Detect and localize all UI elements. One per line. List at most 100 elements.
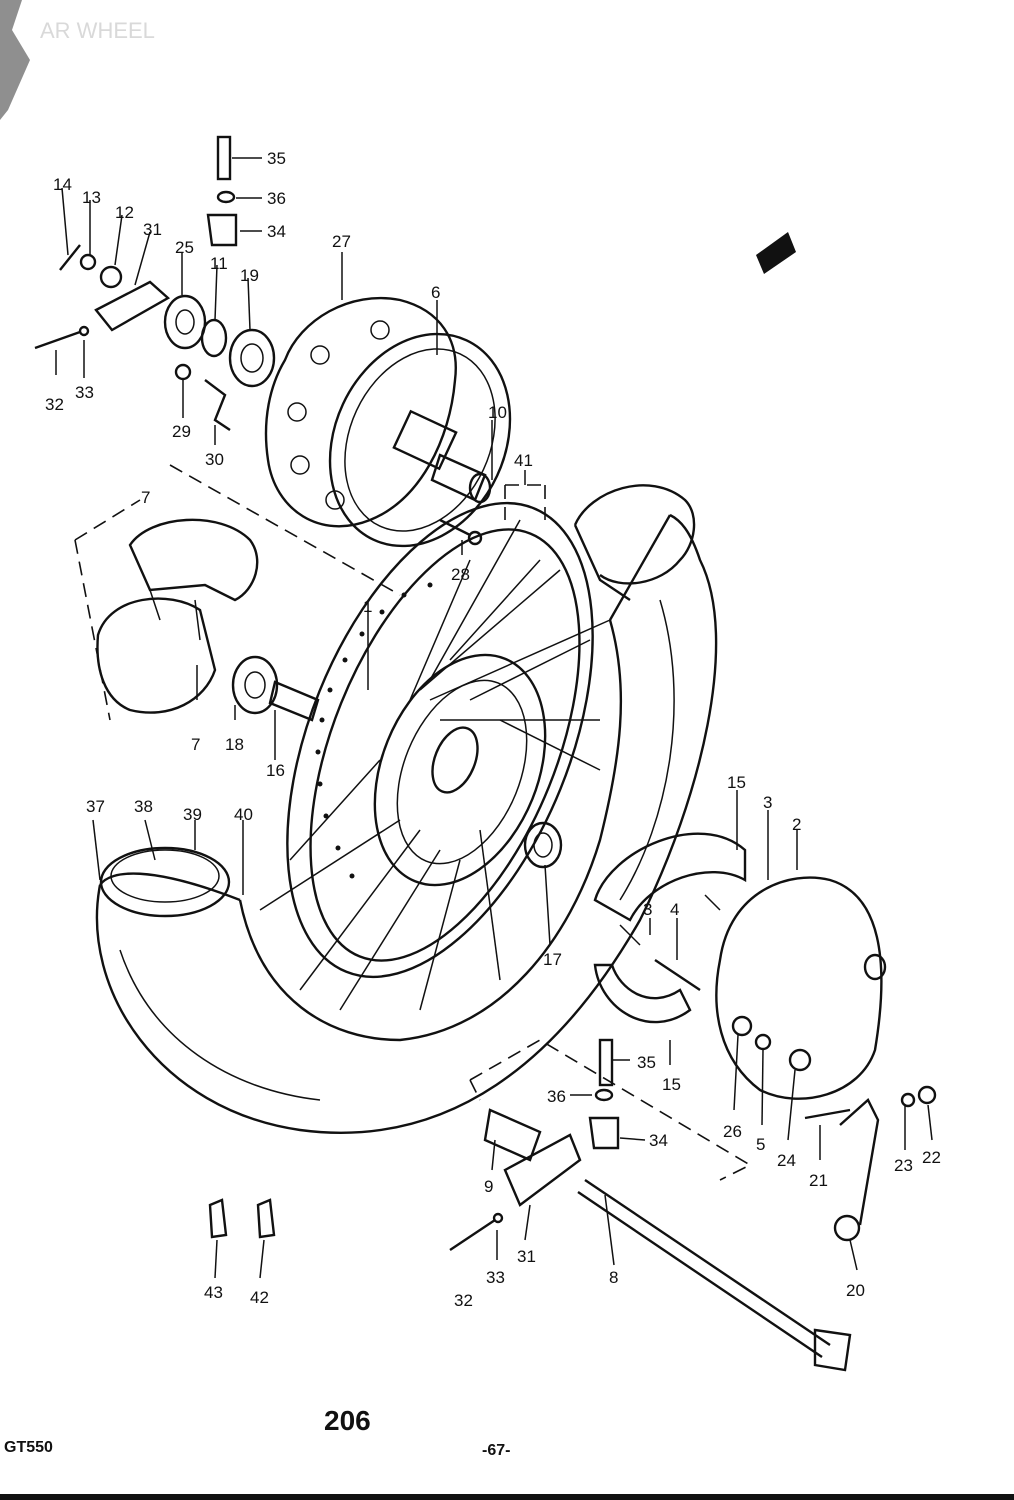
callout-43: 43 [204,1283,223,1302]
rear-sprocket [264,296,457,528]
callout-36-bottom: 36 [547,1087,566,1106]
clip-30 [204,379,231,431]
callout-4: 4 [670,900,679,919]
tire-section-top [573,484,696,601]
rim-holes [315,582,433,879]
callout-27: 27 [332,232,351,251]
adjuster-nut-right [492,1212,504,1224]
brake-cam-lever [839,1098,880,1226]
callout-34-top: 34 [267,222,286,241]
callout-28: 28 [451,565,470,584]
callout-32-bottom: 32 [454,1291,473,1310]
callout-31-top: 31 [143,220,162,239]
spacer [523,821,563,869]
callout-6: 6 [431,283,440,302]
callout-32-top: 32 [45,395,64,414]
scan-edge-smudge [0,0,30,120]
callout-19: 19 [240,266,259,285]
callout-29: 29 [172,422,191,441]
callout-17: 17 [543,950,562,969]
callout-12: 12 [115,203,134,222]
spokes [259,519,611,1011]
nut-22 [917,1085,937,1105]
sprocket-bolt-head [467,530,483,546]
callout-9: 9 [484,1177,493,1196]
callout-10: 10 [488,403,507,422]
callout-3-top: 3 [763,793,772,812]
group-bracket-dampers [74,464,401,721]
callout-40: 40 [234,805,253,824]
callout-26: 26 [723,1122,742,1141]
callout-33-bottom: 33 [486,1268,505,1287]
shoe-spring-upper [704,894,721,911]
callout-11: 11 [210,254,228,273]
page-footer-number: -67- [482,1442,510,1459]
chain-adjuster-left [94,280,171,332]
callout-39: 39 [183,805,202,824]
callout-25: 25 [175,238,194,257]
adjuster-bolt-left [34,330,81,350]
callout-35-top: 35 [267,149,286,168]
faded-section-title: AR WHEEL [40,18,155,43]
bolt-35-top [216,135,232,181]
callout-33-top: 33 [75,383,94,402]
washer-5 [754,1033,772,1051]
adjuster-bolt-right [449,1219,496,1251]
callout-23: 23 [894,1156,913,1175]
hub-sleeve [430,453,492,504]
callout-30: 30 [205,450,224,469]
callout-5: 5 [756,1135,765,1154]
callout-1: 1 [363,597,372,616]
callout-31-bottom: 31 [517,1247,536,1266]
callout-2: 2 [792,815,801,834]
inner-tube [99,846,231,918]
brake-shoes [593,832,747,1024]
callout-14: 14 [53,175,72,194]
group-bracket-adjuster [469,1039,752,1181]
brake-panel [715,876,887,1100]
callout-36-top: 36 [267,189,286,208]
callout-13: 13 [82,188,101,207]
callout-18: 18 [225,735,244,754]
callout-35-bottom: 35 [637,1053,656,1072]
sprocket-bolt [439,518,471,537]
callout-37: 37 [86,797,105,816]
adjuster-nut-left [78,325,90,337]
brake-lever-end [833,1214,861,1242]
callout-34-bottom: 34 [649,1131,668,1150]
washer-24 [788,1048,812,1072]
washer-23 [900,1092,916,1108]
cotter-pin [59,244,81,271]
bottom-scan-edge [0,1494,1014,1500]
group-bracket-spokes [504,484,546,520]
axle-nut [99,265,123,289]
rear-axle [577,1179,852,1372]
model-code: GT550 [4,1439,53,1456]
valve-core-42 [256,1198,276,1239]
callout-7-top: 7 [141,488,150,507]
callout-15-top: 15 [727,773,746,792]
callout-42: 42 [250,1288,269,1307]
callout-8: 8 [609,1268,618,1287]
callout-24: 24 [777,1151,796,1170]
seal-26 [731,1015,753,1037]
washer-36-bottom [594,1088,614,1102]
hub-spacer [268,680,320,722]
washer-36-top [216,190,236,204]
washer [79,253,97,271]
sprocket-drum [328,332,512,548]
tire [95,513,718,1134]
leader-lines [55,157,933,1279]
bearing-stack [163,294,276,388]
valve-cap-43 [208,1198,228,1239]
callout-3-bottom: 3 [643,900,652,919]
callout-21: 21 [809,1171,828,1190]
brake-cam [654,959,701,991]
nut-29 [174,363,192,381]
stopper-34-top [206,213,238,247]
callout-22: 22 [922,1148,941,1167]
chain-adjuster-right [503,1133,582,1207]
callout-38: 38 [134,797,153,816]
lever-bolt-21 [804,1108,851,1120]
